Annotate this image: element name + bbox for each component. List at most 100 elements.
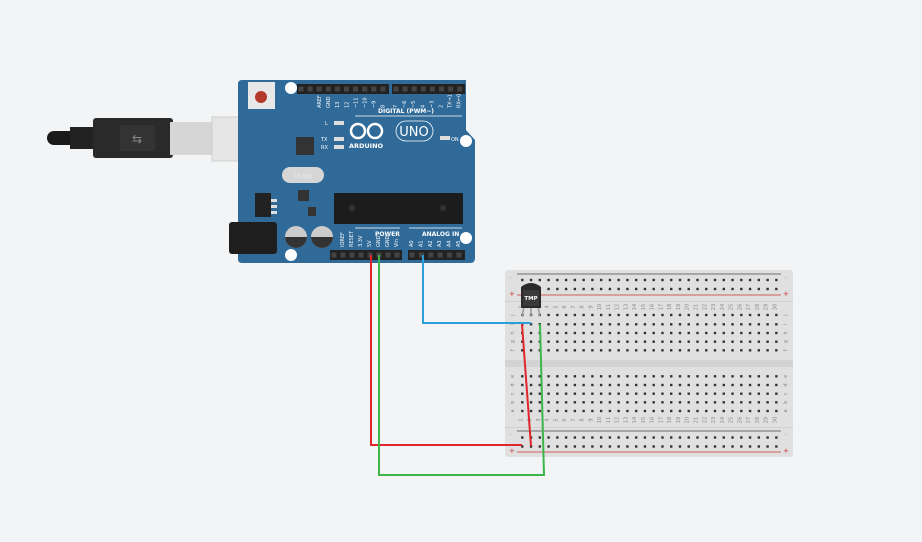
header-pin[interactable]: [393, 86, 399, 92]
breadboard-hole[interactable]: [687, 323, 690, 326]
breadboard-hole[interactable]: [766, 349, 769, 352]
header-pin[interactable]: [429, 86, 435, 92]
rail-hole[interactable]: [626, 287, 629, 291]
header-pin[interactable]: [340, 252, 346, 258]
breadboard-hole[interactable]: [599, 313, 603, 317]
breadboard-hole[interactable]: [521, 392, 524, 395]
breadboard-hole[interactable]: [538, 409, 542, 413]
rail-hole[interactable]: [757, 278, 761, 282]
rail-hole[interactable]: [582, 436, 585, 439]
breadboard-hole[interactable]: [634, 409, 638, 413]
rail-hole[interactable]: [643, 436, 647, 439]
breadboard-hole[interactable]: [582, 375, 585, 378]
breadboard-hole[interactable]: [687, 313, 690, 317]
breadboard-hole[interactable]: [608, 409, 612, 413]
breadboard-hole[interactable]: [696, 409, 699, 413]
breadboard-hole[interactable]: [591, 409, 594, 413]
breadboard-hole[interactable]: [634, 323, 638, 326]
breadboard-hole[interactable]: [556, 323, 559, 326]
breadboard-hole[interactable]: [599, 323, 603, 326]
breadboard-hole[interactable]: [722, 313, 725, 317]
breadboard-hole[interactable]: [643, 349, 647, 352]
rail-hole[interactable]: [713, 436, 717, 439]
breadboard-hole[interactable]: [740, 331, 743, 335]
breadboard-hole[interactable]: [696, 401, 699, 404]
breadboard-hole[interactable]: [713, 323, 717, 326]
breadboard-hole[interactable]: [591, 392, 594, 395]
breadboard-hole[interactable]: [731, 313, 734, 317]
power-jack[interactable]: [229, 222, 277, 254]
breadboard-hole[interactable]: [608, 340, 612, 343]
breadboard-hole[interactable]: [766, 392, 769, 395]
breadboard-hole[interactable]: [705, 323, 708, 326]
breadboard-hole[interactable]: [670, 383, 673, 387]
breadboard-hole[interactable]: [564, 323, 568, 326]
rail-hole[interactable]: [696, 278, 699, 282]
rail-hole[interactable]: [573, 278, 577, 282]
header-pin[interactable]: [371, 86, 377, 92]
breadboard-hole[interactable]: [521, 409, 524, 413]
breadboard-hole[interactable]: [556, 340, 559, 343]
header-pin[interactable]: [298, 86, 304, 92]
breadboard-hole[interactable]: [626, 323, 629, 326]
breadboard-hole[interactable]: [687, 349, 690, 352]
rail-hole[interactable]: [687, 278, 690, 282]
breadboard-hole[interactable]: [599, 392, 603, 395]
breadboard-hole[interactable]: [696, 375, 699, 378]
breadboard-hole[interactable]: [617, 340, 620, 343]
breadboard-hole[interactable]: [775, 340, 778, 343]
breadboard-hole[interactable]: [608, 383, 612, 387]
breadboard-hole[interactable]: [626, 340, 629, 343]
rail-hole[interactable]: [687, 287, 690, 291]
breadboard-hole[interactable]: [757, 401, 761, 404]
breadboard-hole[interactable]: [556, 401, 559, 404]
breadboard-hole[interactable]: [670, 323, 673, 326]
rail-hole[interactable]: [608, 278, 612, 282]
breadboard-hole[interactable]: [573, 409, 577, 413]
breadboard-hole[interactable]: [643, 401, 647, 404]
breadboard-hole[interactable]: [713, 349, 717, 352]
breadboard-hole[interactable]: [705, 340, 708, 343]
rail-hole[interactable]: [775, 278, 778, 282]
breadboard-hole[interactable]: [678, 383, 682, 387]
breadboard-hole[interactable]: [617, 349, 620, 352]
breadboard-hole[interactable]: [582, 340, 585, 343]
breadboard-hole[interactable]: [705, 409, 708, 413]
breadboard-hole[interactable]: [757, 323, 761, 326]
breadboard-hole[interactable]: [564, 313, 568, 317]
rail-hole[interactable]: [617, 278, 620, 282]
rail-hole[interactable]: [617, 445, 620, 448]
rail-hole[interactable]: [740, 436, 743, 439]
rail-hole[interactable]: [626, 445, 629, 448]
breadboard-hole[interactable]: [740, 349, 743, 352]
rail-hole[interactable]: [661, 436, 664, 439]
rail-hole[interactable]: [687, 445, 690, 448]
breadboard-hole[interactable]: [670, 340, 673, 343]
rail-hole[interactable]: [748, 287, 752, 291]
breadboard-hole[interactable]: [626, 401, 629, 404]
breadboard-hole[interactable]: [564, 383, 568, 387]
breadboard-hole[interactable]: [670, 409, 673, 413]
breadboard-hole[interactable]: [661, 383, 664, 387]
rail-hole[interactable]: [556, 445, 559, 448]
breadboard-hole[interactable]: [556, 409, 559, 413]
breadboard-hole[interactable]: [731, 392, 734, 395]
breadboard-hole[interactable]: [564, 409, 568, 413]
rail-hole[interactable]: [661, 278, 664, 282]
rail-hole[interactable]: [705, 287, 708, 291]
rail-hole[interactable]: [591, 445, 594, 448]
rail-hole[interactable]: [652, 287, 655, 291]
rail-hole[interactable]: [731, 436, 734, 439]
rail-hole[interactable]: [757, 445, 761, 448]
rail-hole[interactable]: [521, 445, 524, 448]
breadboard-hole[interactable]: [643, 383, 647, 387]
breadboard-hole[interactable]: [626, 375, 629, 378]
breadboard-hole[interactable]: [617, 392, 620, 395]
breadboard-hole[interactable]: [740, 340, 743, 343]
breadboard-hole[interactable]: [687, 340, 690, 343]
breadboard-hole[interactable]: [757, 340, 761, 343]
rail-hole[interactable]: [617, 436, 620, 439]
header-pin[interactable]: [456, 252, 462, 258]
rail-hole[interactable]: [678, 278, 682, 282]
